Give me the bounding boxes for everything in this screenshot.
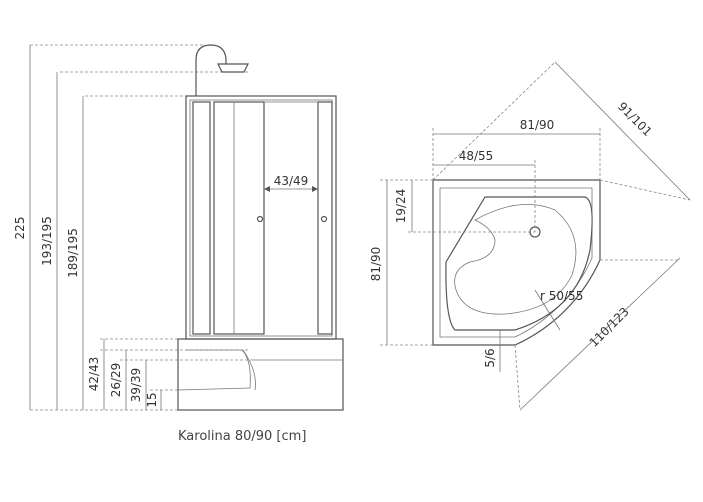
dim-48-55: 48/55	[459, 149, 494, 163]
shower-tray	[177, 338, 344, 411]
dim-15: 15	[145, 392, 159, 407]
dim-19-24: 19/24	[394, 189, 408, 224]
dim-91-101: 91/101	[615, 99, 655, 139]
dim-43-49: 43/49	[274, 174, 309, 188]
diag-dim-outer	[554, 61, 691, 201]
side-panel-left	[192, 101, 211, 335]
plan-view	[380, 61, 691, 411]
dim-26-29: 26/29	[109, 363, 123, 398]
dim-81-90-left: 81/90	[369, 247, 383, 282]
shower-head	[217, 63, 249, 73]
tray-outline	[432, 179, 601, 346]
dim-193-195: 193/195	[40, 216, 54, 266]
basin	[445, 196, 593, 331]
diag-dim-inner	[519, 257, 681, 411]
dim-110-123: 110/123	[587, 305, 632, 350]
handle-right	[320, 215, 328, 223]
shower-frame	[185, 95, 337, 340]
caption: Karolina 80/90 [cm]	[178, 429, 307, 444]
dim-225: 225	[13, 217, 27, 240]
dim-42-43: 42/43	[87, 357, 101, 392]
door-left	[213, 101, 265, 335]
dim-39-39: 39/39	[129, 368, 143, 403]
handle-left	[256, 215, 264, 223]
front-elevation	[29, 44, 344, 411]
dim-5-6: 5/6	[483, 348, 497, 367]
door-right	[317, 101, 333, 335]
dim-189-195: 189/195	[66, 228, 80, 278]
dim-81-90-top: 81/90	[520, 118, 555, 132]
dim-radius: r 50/55	[540, 289, 583, 303]
shower-pipe	[195, 44, 227, 96]
